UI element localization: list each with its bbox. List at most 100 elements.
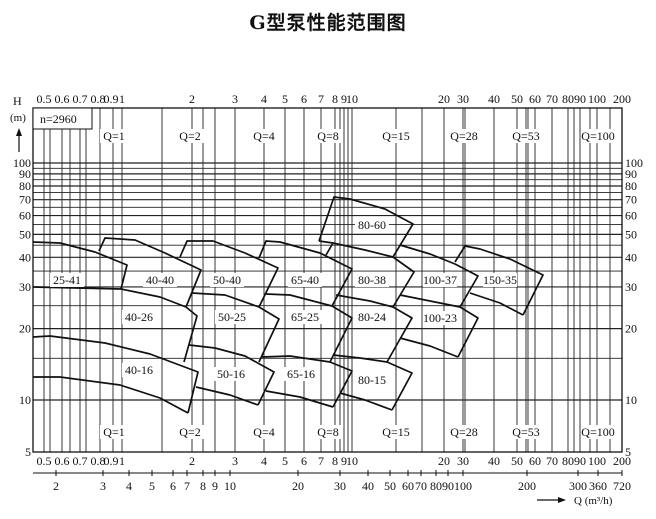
- top-tick-label: 5: [282, 92, 288, 106]
- q-marker-top: Q=2: [179, 129, 200, 143]
- top-tick-label: 1: [119, 92, 125, 106]
- top-tick-label: 0.8: [91, 92, 106, 106]
- bottom-axis-tick-label: 30: [334, 479, 346, 493]
- bottom-tick-label: 1: [119, 454, 125, 468]
- bottom-axis-tick-label: 2: [53, 479, 59, 493]
- q-marker-top-bg: [584, 129, 612, 143]
- chart-title: G型泵性能范围图: [249, 12, 407, 34]
- model-label-bg: [143, 273, 177, 287]
- y-tick-label-left: 10: [19, 393, 31, 407]
- y-tick-label-right: 90: [625, 167, 637, 181]
- pump-range-curve: [318, 240, 415, 308]
- q-marker-bottom: Q=2: [179, 425, 200, 439]
- q-marker-bottom-bg: [584, 425, 612, 439]
- q-marker-bottom: Q=1: [103, 425, 124, 439]
- top-tick-label: 30: [457, 92, 469, 106]
- q-marker-top: Q=4: [253, 129, 274, 143]
- y-axis-label: H: [13, 94, 22, 108]
- q-marker-bottom: Q=8: [317, 425, 338, 439]
- bottom-axis-tick-label: 20: [292, 479, 304, 493]
- bottom-axis-tick-label: 5: [149, 479, 155, 493]
- model-label-80-24: 80-24: [358, 310, 386, 324]
- model-label-bg: [483, 273, 517, 287]
- q-marker-top: Q=15: [382, 129, 409, 143]
- y-tick-label-left: 80: [19, 179, 31, 193]
- q-marker-top-bg: [176, 129, 204, 143]
- q-marker-bottom-bg: [176, 425, 204, 439]
- bottom-axis-tick-label: 50: [384, 479, 396, 493]
- top-tick-label: 2: [189, 92, 195, 106]
- bottom-tick-label: 10: [346, 454, 358, 468]
- model-label-bg: [50, 273, 84, 287]
- y-tick-label-left: 30: [19, 280, 31, 294]
- bottom-tick-label: 30: [457, 454, 469, 468]
- q-marker-bottom-bg: [314, 425, 342, 439]
- model-label-80-38: 80-38: [358, 273, 386, 287]
- bottom-axis-tick-label: 360: [589, 479, 607, 493]
- bottom-tick-label: 50: [511, 454, 523, 468]
- model-label-bg: [355, 373, 389, 387]
- bottom-axis-tick-label: 70: [415, 479, 427, 493]
- bottom-tick-label: 20: [438, 454, 450, 468]
- q-marker-top: Q=28: [450, 129, 477, 143]
- model-label-bg: [122, 363, 156, 377]
- bottom-axis-tick-label: 720: [613, 479, 631, 493]
- y-arrow-head-icon: [16, 128, 22, 136]
- top-tick-label: 0.6: [55, 92, 70, 106]
- model-label-40-40: 40-40: [146, 273, 174, 287]
- y-tick-label-right: 70: [625, 193, 637, 207]
- bottom-tick-label: 4: [261, 454, 267, 468]
- y-tick-label-left: 90: [19, 167, 31, 181]
- y-tick-label-right: 60: [625, 209, 637, 223]
- pump-range-curve: [258, 240, 353, 307]
- top-tick-label: 6: [301, 92, 307, 106]
- q-marker-top-bg: [450, 129, 478, 143]
- bottom-tick-label: 100: [588, 454, 606, 468]
- plot-frame: [32, 107, 623, 453]
- pump-range-curve: [261, 355, 353, 408]
- bottom-tick-label: 70: [546, 454, 558, 468]
- bottom-axis-tick-label: 7: [184, 479, 190, 493]
- pump-range-curve: [32, 286, 198, 363]
- q-marker-top-bg: [382, 129, 410, 143]
- model-label-100-23: 100-23: [423, 311, 457, 325]
- q-marker-bottom: Q=4: [253, 425, 274, 439]
- q-marker-bottom-bg: [450, 425, 478, 439]
- y-tick-label-right: 50: [625, 227, 637, 241]
- pump-range-curve: [469, 292, 524, 316]
- model-label-50-16: 50-16: [217, 367, 245, 381]
- model-label-80-15: 80-15: [358, 373, 386, 387]
- q-marker-top: Q=53: [512, 129, 539, 143]
- q-marker-bottom: Q=28: [450, 425, 477, 439]
- model-label-bg: [214, 367, 248, 381]
- bottom-tick-label: 0.7: [73, 454, 88, 468]
- q-marker-bottom: Q=15: [382, 425, 409, 439]
- pump-range-curve: [399, 244, 479, 308]
- q-marker-top: Q=8: [317, 129, 338, 143]
- model-label-bg: [210, 273, 244, 287]
- model-label-50-40: 50-40: [213, 273, 241, 287]
- x-axis-label: Q (m³/h): [574, 495, 613, 507]
- pump-range-curve: [318, 196, 414, 258]
- model-label-bg: [122, 310, 156, 324]
- top-tick-label: 200: [613, 92, 631, 106]
- pump-range-curve: [265, 293, 353, 363]
- pump-range-curve: [325, 242, 334, 256]
- q-marker-top-bg: [100, 129, 128, 143]
- bottom-tick-label: 8: [332, 454, 338, 468]
- bottom-axis-tick-label: 3: [100, 479, 106, 493]
- bottom-tick-label: 60: [529, 454, 541, 468]
- y-tick-label-right: 20: [625, 322, 637, 336]
- bottom-axis-tick-label: 100: [454, 479, 472, 493]
- bottom-tick-label: 3: [232, 454, 238, 468]
- y-tick-label-left: 50: [19, 227, 31, 241]
- bottom-axis-tick-label: 60: [402, 479, 414, 493]
- bottom-axis-tick-label: 4: [126, 479, 132, 493]
- speed-box: [32, 107, 93, 130]
- y-tick-label-right: 80: [625, 179, 637, 193]
- bottom-tick-label: 5: [282, 454, 288, 468]
- y-tick-label-right: 100: [625, 156, 643, 170]
- model-label-65-25: 65-25: [291, 310, 319, 324]
- top-tick-label: 4: [261, 92, 267, 106]
